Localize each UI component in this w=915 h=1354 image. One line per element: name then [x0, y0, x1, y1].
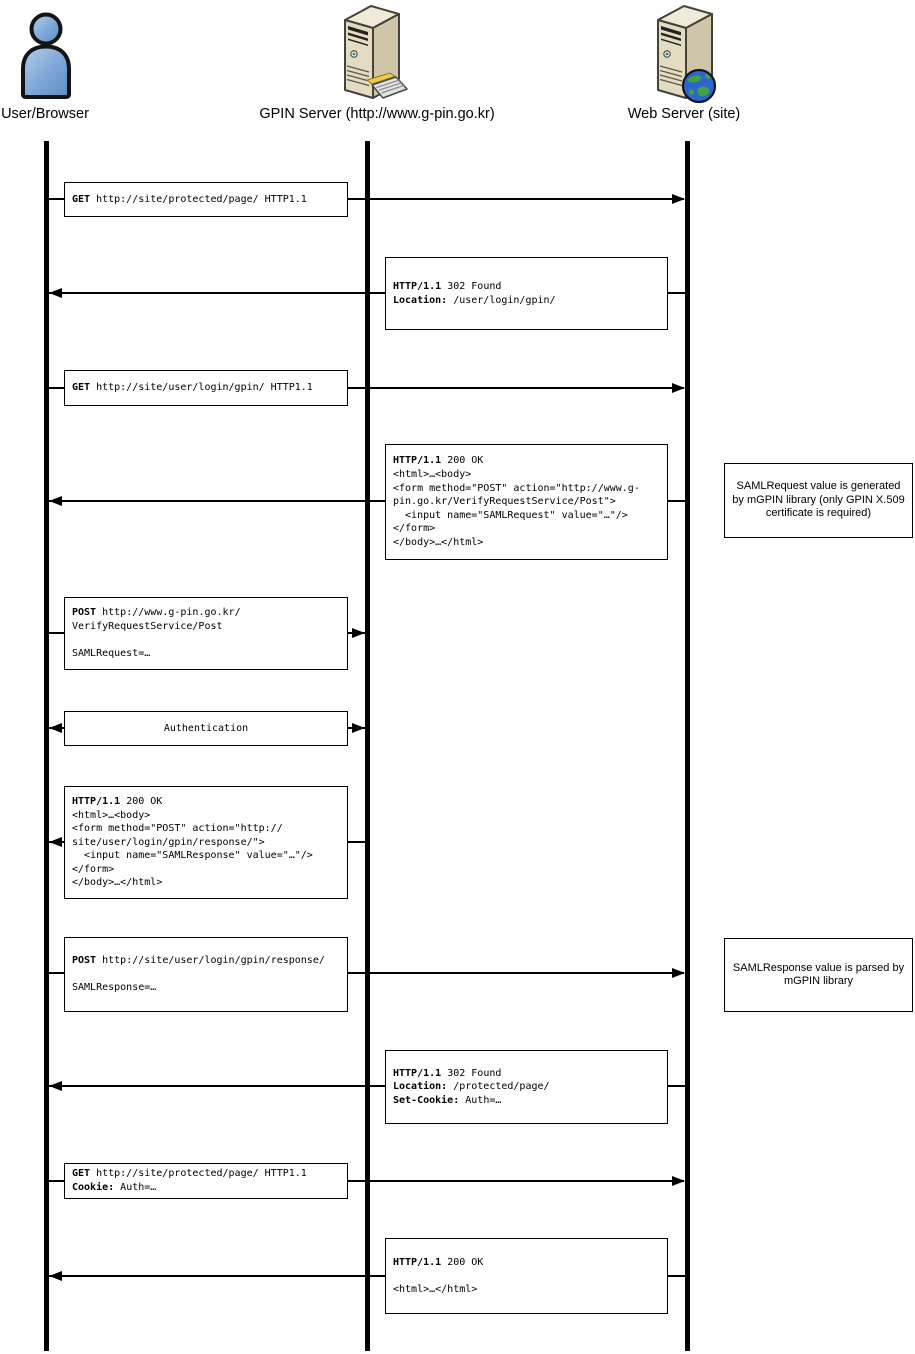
message-200-html: HTTP/1.1 200 OK <html>…</html> — [385, 1238, 668, 1314]
server-globe-icon — [657, 5, 717, 104]
arrow-post-samlresponse — [49, 972, 684, 974]
arrowhead-left-icon — [49, 723, 62, 733]
arrowhead-right-icon — [672, 968, 685, 978]
lifeline-gpin — [365, 141, 370, 1351]
lifeline-user — [44, 141, 49, 1351]
person-icon — [21, 12, 71, 99]
arrow-200-samlrequest-form — [49, 500, 685, 502]
arrowhead-right-icon — [352, 628, 365, 638]
arrow-get-login-gpin — [49, 387, 684, 389]
message-authentication: Authentication — [64, 711, 348, 746]
actor-label-web: Web Server (site) — [627, 106, 741, 122]
actor-label-gpin: GPIN Server (http://www.g-pin.go.kr) — [259, 106, 495, 122]
arrowhead-right-icon — [672, 1176, 685, 1186]
arrow-302-login-gpin — [49, 292, 685, 294]
server-keyboard-icon — [344, 5, 408, 99]
arrow-get-with-cookie — [49, 1180, 684, 1182]
arrowhead-right-icon — [672, 194, 685, 204]
message-get-login-gpin: GET http://site/user/login/gpin/ HTTP1.1 — [64, 370, 348, 406]
arrowhead-left-icon — [49, 837, 62, 847]
message-get-protected-page: GET http://site/protected/page/ HTTP1.1 — [64, 182, 348, 217]
arrow-200-html — [49, 1275, 685, 1277]
note-samlrequest: SAMLRequest value is generated by mGPIN … — [724, 463, 913, 538]
message-post-samlresponse: POST http://site/user/login/gpin/respons… — [64, 937, 348, 1012]
arrowhead-left-icon — [49, 1081, 62, 1091]
arrow-302-protected-page — [49, 1085, 685, 1087]
arrowhead-right-icon — [672, 383, 685, 393]
arrowhead-left-icon — [49, 288, 62, 298]
actor-label-user: User/Browser — [1, 106, 89, 122]
note-samlresponse: SAMLResponse value is parsed by mGPIN li… — [724, 938, 913, 1012]
message-200-samlresponse-form: HTTP/1.1 200 OK<html>…<body><form method… — [64, 786, 348, 899]
message-post-verifyrequest: POST http://www.g-pin.go.kr/VerifyReques… — [64, 597, 348, 670]
arrowhead-right-icon — [352, 723, 365, 733]
arrowhead-left-icon — [49, 1271, 62, 1281]
lifeline-web — [685, 141, 690, 1351]
arrowhead-left-icon — [49, 496, 62, 506]
arrow-get-protected-page — [49, 198, 684, 200]
message-200-samlrequest-form: HTTP/1.1 200 OK<html>…<body><form method… — [385, 444, 668, 560]
